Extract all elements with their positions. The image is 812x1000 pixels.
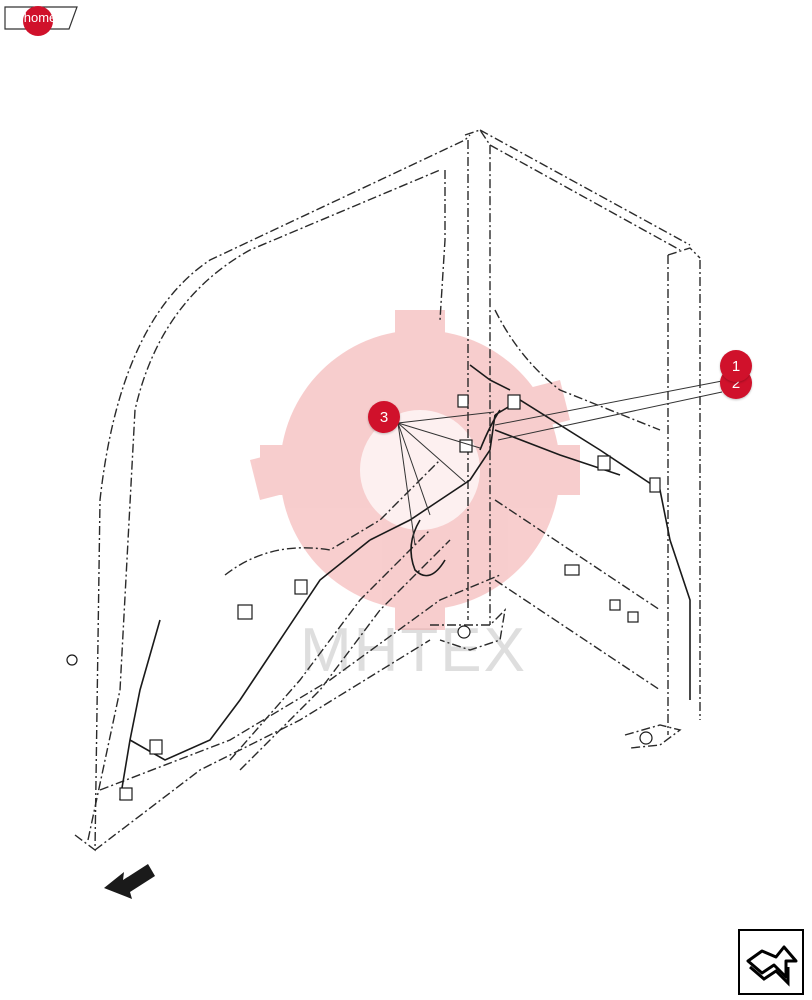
home-dot (23, 6, 53, 36)
callout-3[interactable]: 3 (368, 401, 400, 433)
next-page-arrow-icon (746, 945, 798, 987)
callout-1-label: 1 (731, 357, 741, 375)
callout-2-label: 2 (731, 374, 741, 392)
next-page-button[interactable] (738, 929, 804, 995)
callout-1[interactable]: 1 (720, 350, 752, 382)
fwd-arrow-icon (104, 864, 155, 899)
home-label: home (23, 10, 57, 25)
home-tab[interactable]: home (4, 4, 78, 36)
callout-3-label: 3 (379, 408, 389, 426)
